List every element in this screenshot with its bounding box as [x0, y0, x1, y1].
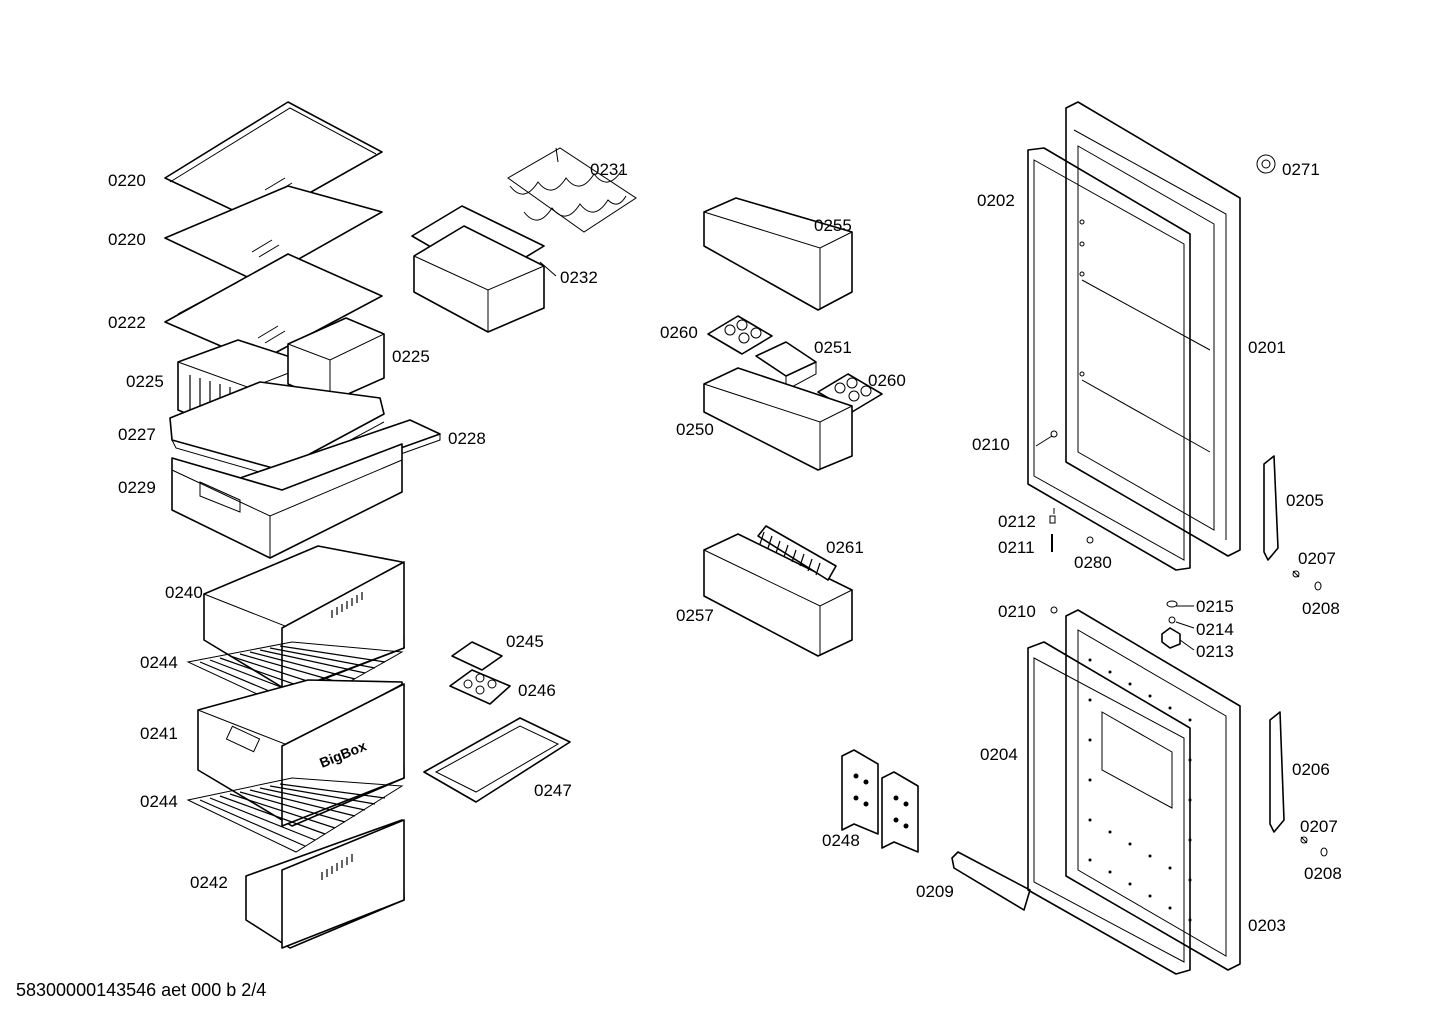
bigbox-drawer-0241[interactable]: BigBox — [197, 679, 405, 827]
label-0225-left[interactable]: 0225 — [126, 372, 164, 391]
label-0206[interactable]: 0206 — [1292, 760, 1330, 779]
bush-0212[interactable] — [1049, 515, 1056, 524]
screw-0214[interactable] — [1168, 616, 1176, 624]
bottle-rack-0231[interactable] — [507, 147, 637, 233]
label-0213[interactable]: 0213 — [1196, 642, 1234, 661]
label-0202[interactable]: 0202 — [977, 191, 1015, 210]
pin-0210-upper[interactable] — [1050, 430, 1058, 438]
label-0261[interactable]: 0261 — [826, 538, 864, 557]
handle-0206[interactable] — [1269, 711, 1285, 833]
label-0255[interactable]: 0255 — [814, 216, 852, 235]
label-0240[interactable]: 0240 — [165, 583, 203, 602]
label-0231[interactable]: 0231 — [590, 160, 628, 179]
label-0225-right[interactable]: 0225 — [392, 347, 430, 366]
label-0208-lower[interactable]: 0208 — [1304, 864, 1342, 883]
label-0203[interactable]: 0203 — [1248, 916, 1286, 935]
hinge-cap-0271[interactable] — [1256, 154, 1276, 174]
egg-tray-0260-left[interactable] — [707, 315, 773, 355]
bottle-divider-0251[interactable] — [755, 341, 817, 391]
door-shelf-0255[interactable] — [703, 197, 853, 311]
ice-cube-tray-lid-0245[interactable] — [451, 641, 503, 671]
label-0244-upper[interactable]: 0244 — [140, 653, 178, 672]
handle-0205[interactable] — [1263, 455, 1279, 561]
crisper-basket-0225-right[interactable] — [287, 317, 385, 403]
label-0241[interactable]: 0241 — [140, 724, 178, 743]
label-0227[interactable]: 0227 — [118, 425, 156, 444]
screw-0207-upper[interactable] — [1292, 570, 1300, 578]
label-0204[interactable]: 0204 — [980, 745, 1018, 764]
label-0208-upper[interactable]: 0208 — [1302, 599, 1340, 618]
door-shelf-0250[interactable] — [703, 367, 853, 471]
hinge-0213[interactable] — [1161, 627, 1181, 649]
label-0248[interactable]: 0248 — [822, 831, 860, 850]
strip-0209[interactable] — [951, 851, 1031, 911]
door-gasket-0202[interactable] — [1027, 147, 1191, 571]
screw-0207-lower[interactable] — [1300, 836, 1308, 844]
label-0260-right[interactable]: 0260 — [868, 371, 906, 390]
label-0210-lower[interactable]: 0210 — [998, 602, 1036, 621]
label-0250[interactable]: 0250 — [676, 420, 714, 439]
label-0220-top[interactable]: 0220 — [108, 171, 146, 190]
label-0210-upper[interactable]: 0210 — [972, 435, 1010, 454]
label-0257[interactable]: 0257 — [676, 606, 714, 625]
leader-lines — [539, 261, 1195, 651]
wire-shelf-0244-lower[interactable] — [186, 777, 404, 853]
label-0222[interactable]: 0222 — [108, 313, 146, 332]
label-0211[interactable]: 0211 — [998, 538, 1035, 557]
egg-tray-0246[interactable] — [449, 669, 511, 705]
label-0212[interactable]: 0212 — [998, 512, 1036, 531]
label-0228[interactable]: 0228 — [448, 429, 486, 448]
label-0246[interactable]: 0246 — [518, 681, 556, 700]
freshness-drawer-housing-0229[interactable] — [171, 443, 403, 559]
door-gasket-0204[interactable] — [1027, 641, 1191, 975]
label-0280[interactable]: 0280 — [1074, 553, 1112, 572]
label-0214[interactable]: 0214 — [1196, 620, 1234, 639]
glass-shelf-0220-middle[interactable] — [164, 185, 383, 283]
label-0229[interactable]: 0229 — [118, 478, 156, 497]
label-0207-lower[interactable]: 0207 — [1300, 817, 1338, 836]
label-0209[interactable]: 0209 — [916, 882, 954, 901]
door-0201[interactable] — [1065, 101, 1241, 557]
label-0207-upper[interactable]: 0207 — [1298, 549, 1336, 568]
label-0251[interactable]: 0251 — [814, 338, 852, 357]
label-0260-left[interactable]: 0260 — [660, 323, 698, 342]
screw-0280[interactable] — [1086, 536, 1094, 544]
label-0242[interactable]: 0242 — [190, 873, 228, 892]
label-0232[interactable]: 0232 — [560, 268, 598, 287]
part-labels: 0220 0220 0222 0225 0225 0227 0228 0229 … — [108, 160, 1342, 935]
label-0244-lower[interactable]: 0244 — [140, 792, 178, 811]
washer-0208-lower[interactable] — [1320, 847, 1328, 857]
washer-0208-upper[interactable] — [1314, 581, 1322, 591]
label-0220-middle[interactable]: 0220 — [108, 230, 146, 249]
label-0245[interactable]: 0245 — [506, 632, 544, 651]
cold-packs-0248[interactable] — [841, 749, 919, 853]
label-0271[interactable]: 0271 — [1282, 160, 1320, 179]
label-0247[interactable]: 0247 — [534, 781, 572, 800]
pin-0210-lower[interactable] — [1050, 606, 1058, 614]
door-0203[interactable] — [1065, 609, 1241, 971]
shelf-front-0261[interactable] — [757, 525, 837, 581]
label-0215[interactable]: 0215 — [1196, 597, 1234, 616]
label-0205[interactable]: 0205 — [1286, 491, 1324, 510]
storage-box-0232[interactable] — [411, 205, 545, 333]
tray-0247[interactable] — [423, 717, 571, 803]
cap-0215[interactable] — [1166, 600, 1178, 608]
label-0201[interactable]: 0201 — [1248, 338, 1286, 357]
door-shelf-0257[interactable] — [703, 533, 853, 657]
drawer-0242[interactable] — [245, 819, 405, 949]
drawing-reference-number: 58300000143546 aet 000 b 2/4 — [16, 980, 267, 1000]
